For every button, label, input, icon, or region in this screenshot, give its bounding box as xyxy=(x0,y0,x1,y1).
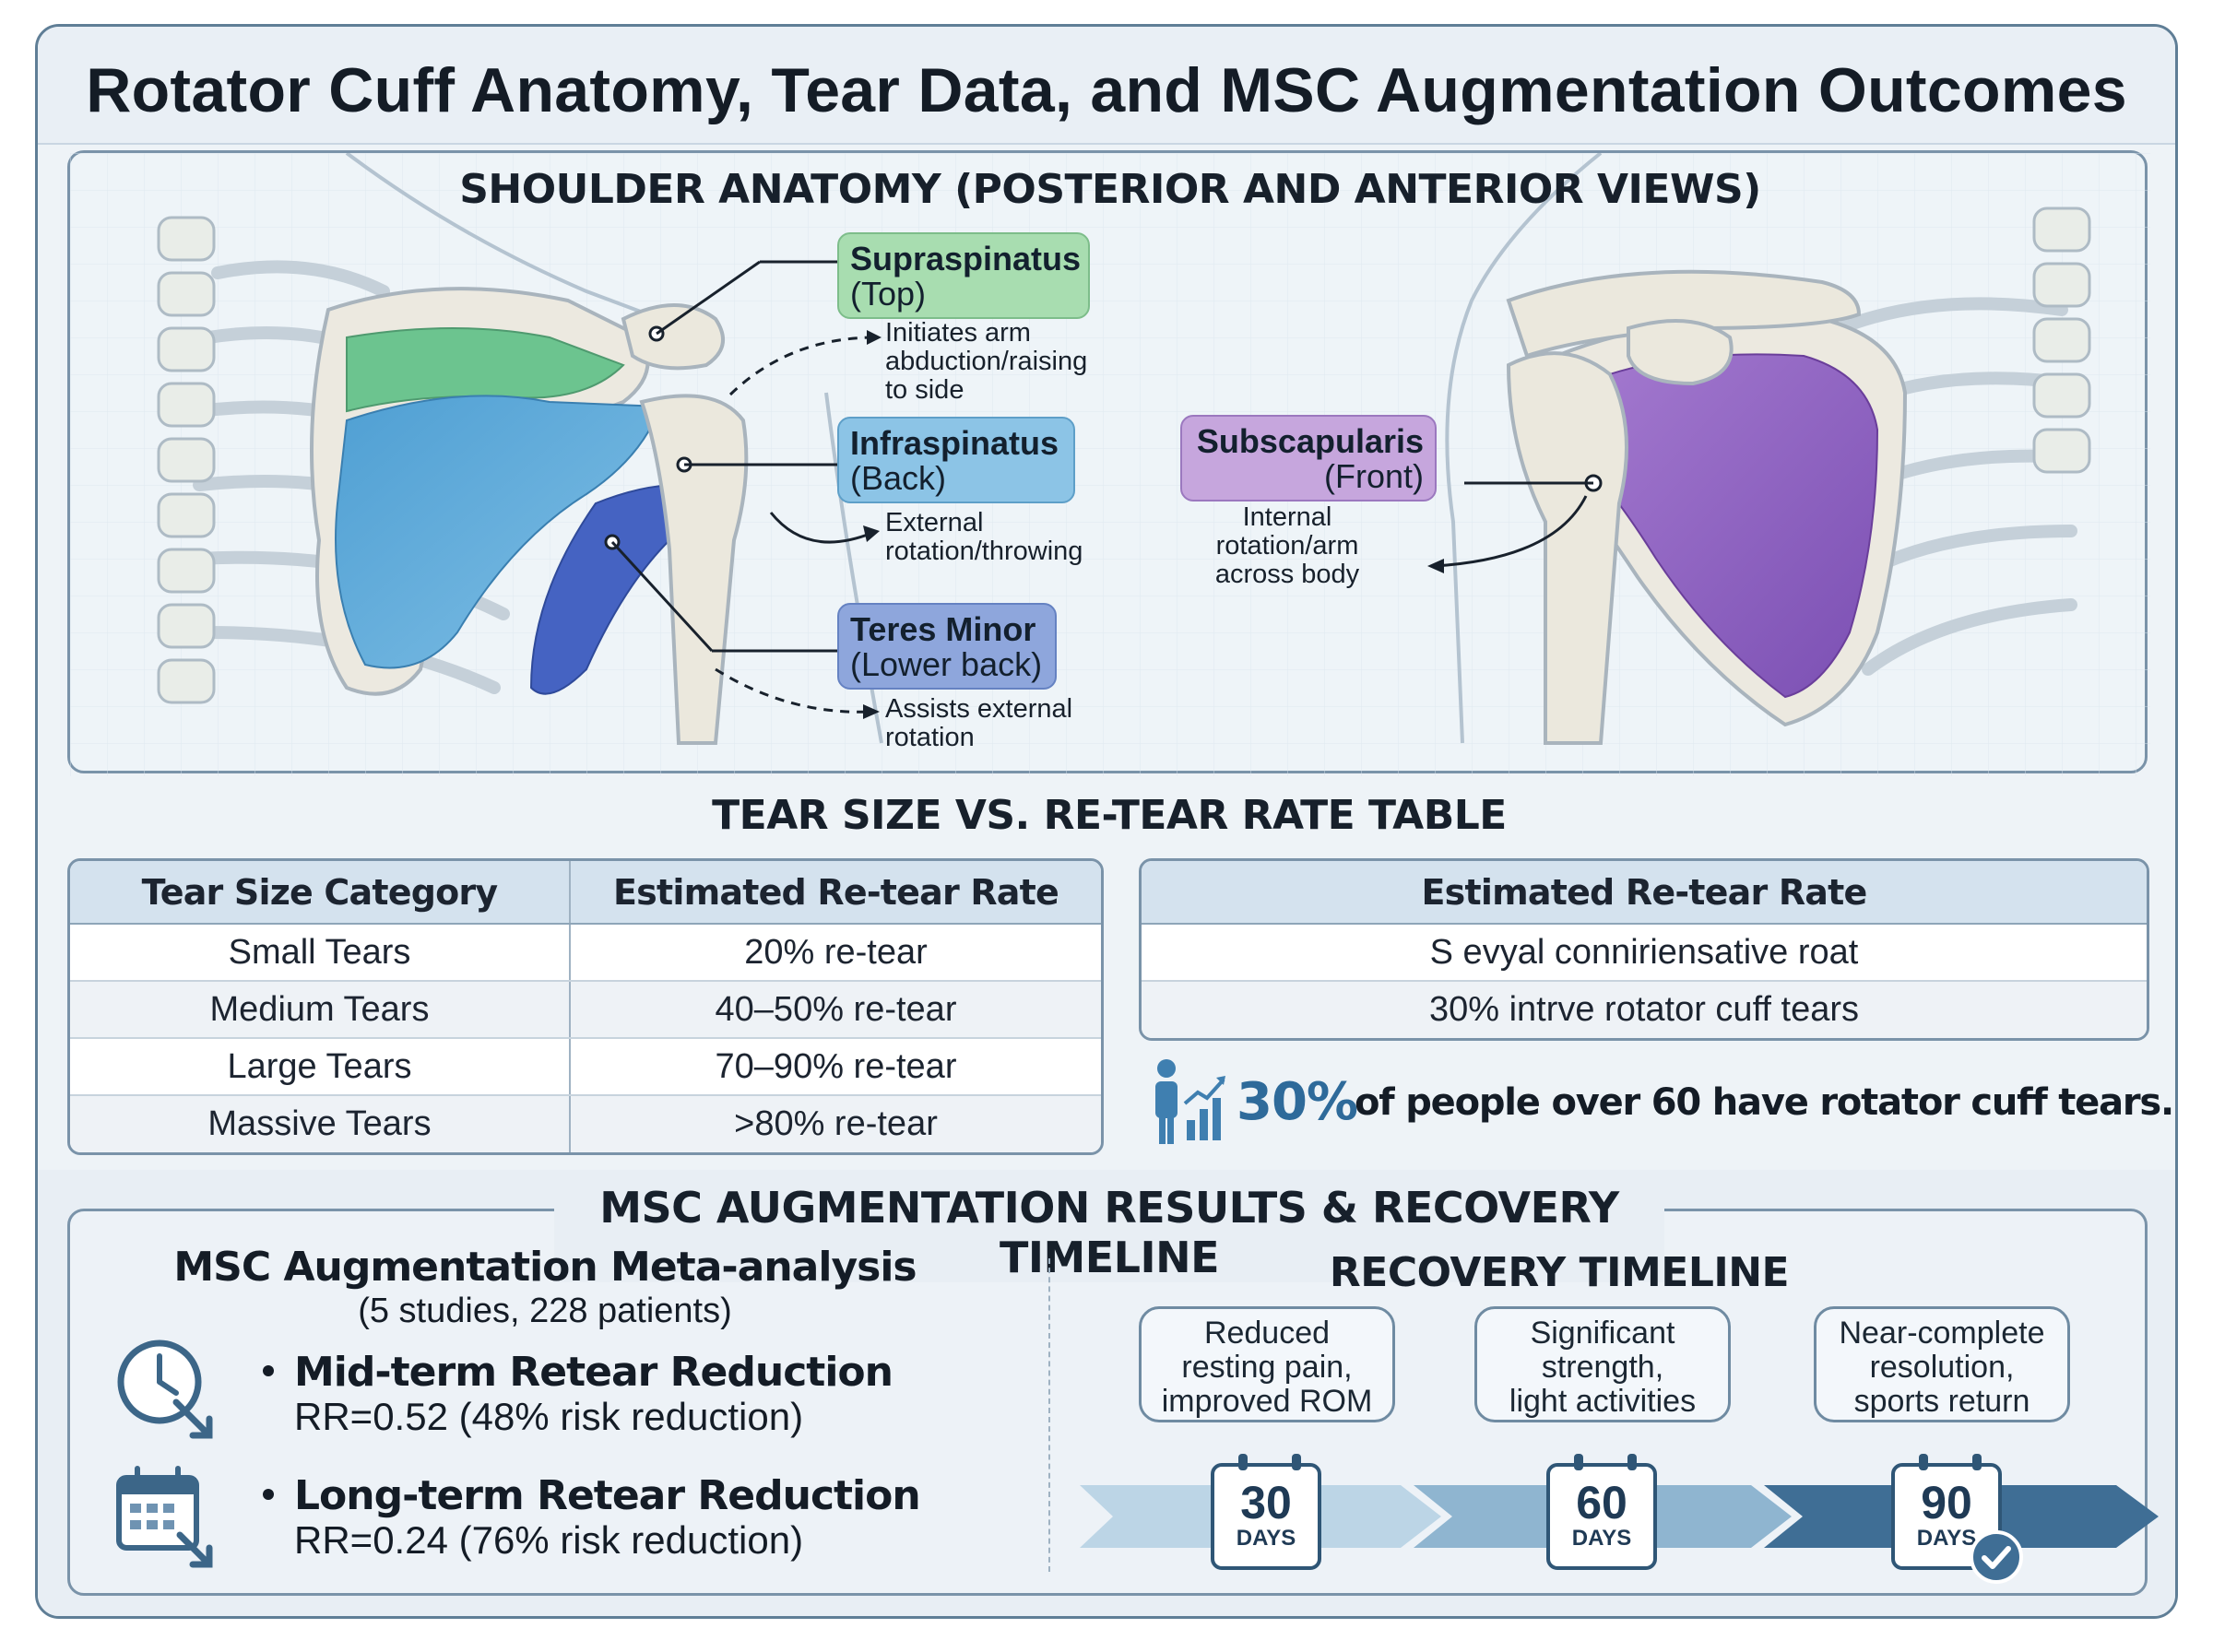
function-line: rotation/arm xyxy=(1215,531,1359,560)
table-row: Massive Tears >80% re-tear xyxy=(70,1095,1101,1152)
calendar-rings-icon xyxy=(1919,1454,1982,1470)
statistic-callout: 30% of people over 60 have rotator cuff … xyxy=(1154,1056,2174,1148)
table-row: Large Tears 70–90% re-tear xyxy=(70,1038,1101,1096)
milestone-line: improved ROM xyxy=(1161,1384,1373,1419)
statistic-text: of people over 60 have rotator cuff tear… xyxy=(1355,1081,2174,1124)
re-tear-side-table: Estimated Re-tear Rate S evyal connirien… xyxy=(1139,858,2149,1041)
result-label: Long-term Retear Reduction xyxy=(294,1472,921,1519)
muscle-name: Supraspinatus xyxy=(850,240,1082,277)
table-cell: Massive Tears xyxy=(70,1095,570,1152)
callout-teres-minor: Teres Minor (Lower back) xyxy=(837,603,1057,690)
title-band: Rotator Cuff Anatomy, Tear Data, and MSC… xyxy=(38,27,2175,145)
posterior-view xyxy=(157,153,883,745)
meta-title: MSC Augmentation Meta-analysis xyxy=(173,1244,917,1291)
callout-infraspinatus: Infraspinatus (Back) xyxy=(837,417,1075,503)
table-row: Small Tears 20% re-tear xyxy=(70,924,1101,982)
function-infraspinatus: External rotation/throwing xyxy=(885,509,1083,566)
table-cell: Large Tears xyxy=(70,1038,570,1096)
table-cell: 40–50% re-tear xyxy=(569,981,1101,1039)
callout-supraspinatus: Supraspinatus (Top) xyxy=(837,232,1090,319)
milestone-line: Near-complete xyxy=(1839,1316,2045,1351)
milestone-day: 30 xyxy=(1240,1477,1292,1528)
table-cell: 30% intrve rotator cuff tears xyxy=(1142,981,2147,1038)
muscle-location: (Back) xyxy=(850,459,947,497)
table-row: 30% intrve rotator cuff tears xyxy=(1142,981,2147,1038)
checkmark-icon xyxy=(1970,1530,2023,1584)
column-header: Estimated Re-tear Rate xyxy=(569,861,1101,925)
column-header: Tear Size Category xyxy=(70,861,570,925)
milestone-day: 60 xyxy=(1576,1477,1627,1528)
milestone-line: sports return xyxy=(1853,1384,2030,1419)
table-cell: Small Tears xyxy=(70,924,570,982)
table-cell: S evyal conniriensative roat xyxy=(1142,924,2147,982)
muscle-name: Infraspinatus xyxy=(850,424,1059,462)
table-row: Medium Tears 40–50% re-tear xyxy=(70,981,1101,1039)
milestone-line: Reduced xyxy=(1203,1316,1331,1351)
table-cell: Medium Tears xyxy=(70,981,570,1039)
result-value: RR=0.24 (76% risk reduction) xyxy=(294,1518,804,1562)
milestone-line: Significant xyxy=(1530,1316,1675,1351)
milestone-bubble-30: Reduced resting pain, improved ROM xyxy=(1139,1306,1395,1422)
milestone-day: 90 xyxy=(1921,1477,1972,1528)
milestone-line: resting pain, xyxy=(1181,1350,1353,1385)
page-title: Rotator Cuff Anatomy, Tear Data, and MSC… xyxy=(86,55,2127,125)
person-chart-icon xyxy=(1155,1059,1225,1144)
milestone-bubble-60: Significant strength, light activities xyxy=(1474,1306,1731,1422)
result-value: RR=0.52 (48% risk reduction) xyxy=(294,1395,804,1438)
muscle-location: (Top) xyxy=(850,275,927,313)
tear-size-table: Tear Size Category Estimated Re-tear Rat… xyxy=(67,858,1104,1155)
table-cell: 70–90% re-tear xyxy=(569,1038,1101,1096)
column-header: Estimated Re-tear Rate xyxy=(1142,861,2147,925)
anterior-view xyxy=(1427,153,2091,745)
calendar-60-days: 60 DAYS xyxy=(1546,1454,1657,1570)
milestone-bubble-90: Near-complete resolution, sports return xyxy=(1814,1306,2070,1422)
milestone-unit: DAYS xyxy=(1236,1526,1296,1551)
divider xyxy=(1048,1258,1050,1572)
milestone-unit: DAYS xyxy=(1916,1526,1977,1551)
result-label: Mid-term Retear Reduction xyxy=(294,1349,893,1396)
statistic-value: 30% xyxy=(1237,1072,1358,1132)
clock-icon xyxy=(117,1339,213,1439)
table-cell: 20% re-tear xyxy=(569,924,1101,982)
calendar-icon xyxy=(116,1466,213,1568)
muscle-name: Teres Minor xyxy=(850,610,1036,648)
tear-table-heading: TEAR SIZE VS. RE-TEAR RATE TABLE xyxy=(712,792,1507,839)
bullet-mid-term xyxy=(263,1365,274,1376)
function-line: rotation xyxy=(885,723,975,752)
function-subscapularis: Internal rotation/arm across body xyxy=(1195,503,1379,589)
function-line: Initiates arm xyxy=(885,318,1031,348)
callout-subscapularis: Subscapularis (Front) xyxy=(1180,415,1437,502)
function-line: rotation/throwing xyxy=(885,537,1083,566)
msc-heading: MSC AUGMENTATION RESULTS & RECOVERY TIME… xyxy=(554,1183,1664,1282)
milestone-line: light activities xyxy=(1509,1384,1697,1419)
function-supraspinatus: Initiates arm abduction/raising to side xyxy=(885,319,1087,405)
muscle-location: (Lower back) xyxy=(850,645,1043,683)
function-line: Internal xyxy=(1242,502,1332,532)
anatomy-illustration xyxy=(70,153,2150,776)
anatomy-heading: SHOULDER ANATOMY (POSTERIOR AND ANTERIOR… xyxy=(459,166,1761,213)
milestone-line: resolution, xyxy=(1869,1350,2015,1385)
function-line: Assists external xyxy=(885,694,1073,724)
bullet-long-term xyxy=(263,1489,274,1500)
muscle-name: Subscapularis xyxy=(1196,422,1424,460)
function-teres-minor: Assists external rotation xyxy=(885,695,1072,752)
calendar-rings-icon xyxy=(1238,1454,1301,1470)
timeline-title: RECOVERY TIMELINE xyxy=(1329,1249,1790,1296)
function-line: across body xyxy=(1214,560,1360,589)
function-line: abduction/raising xyxy=(885,347,1088,376)
anatomy-panel: SHOULDER ANATOMY (POSTERIOR AND ANTERIOR… xyxy=(67,150,2150,776)
milestone-line: strength, xyxy=(1541,1350,1664,1385)
infographic-frame: Rotator Cuff Anatomy, Tear Data, and MSC… xyxy=(35,24,2178,1619)
calendar-rings-icon xyxy=(1574,1454,1637,1470)
table-cell: >80% re-tear xyxy=(569,1095,1101,1152)
milestone-unit: DAYS xyxy=(1571,1526,1632,1551)
muscle-location: (Front) xyxy=(1324,457,1424,495)
meta-subtitle: (5 studies, 228 patients) xyxy=(358,1292,732,1330)
function-line: External xyxy=(885,508,984,537)
calendar-30-days: 30 DAYS xyxy=(1211,1454,1321,1570)
function-line: to side xyxy=(885,375,964,405)
table-row: S evyal conniriensative roat xyxy=(1142,924,2147,982)
